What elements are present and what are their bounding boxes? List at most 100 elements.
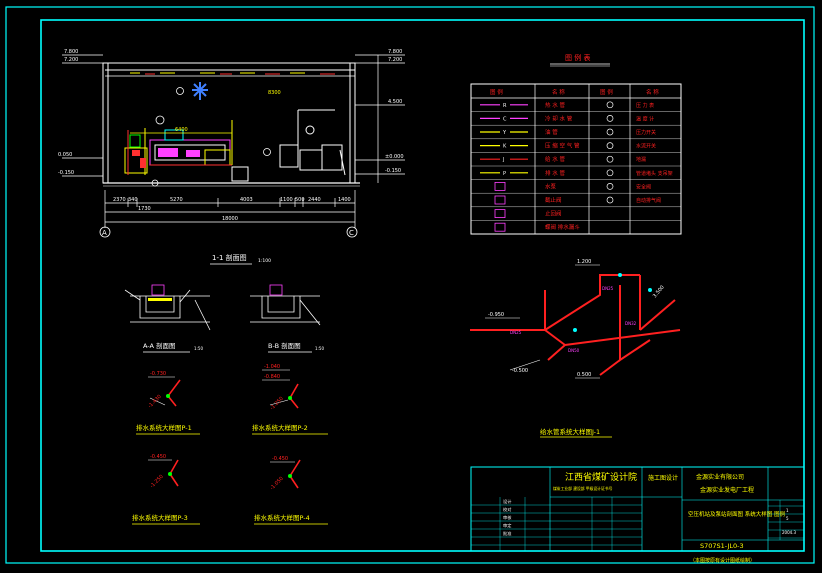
legend-name-left-3: 压 缩 空 气 管	[545, 142, 580, 150]
legend-name-left-9: 蝶阀 排水漏斗	[545, 223, 580, 231]
left-level-1: 7.800	[64, 49, 78, 55]
tb-drawing-title: 空压机站及泵站剖面图 系统大样图 图例	[688, 510, 785, 518]
tb-sheet-2: 5	[786, 516, 789, 521]
detail-p1: -0.730 -1.430 排水系统大样图P-1	[136, 371, 200, 435]
axis-right: C	[349, 229, 354, 237]
tb-company: 江西省煤矿设计院	[565, 471, 637, 483]
legend-header-4: 名 称	[646, 88, 659, 96]
aa-title: A-A 剖面图	[143, 341, 176, 350]
tb-role-left-3: 审定	[503, 522, 511, 529]
legend-header-1: 图 例	[490, 88, 503, 96]
bb-scale: 1:50	[315, 346, 324, 351]
legend-symbol-right-0	[606, 101, 614, 109]
section-scale: 1:100	[258, 258, 271, 264]
inner-dim: 6400	[175, 127, 188, 133]
legend-name-right-4: 地漏	[636, 156, 646, 163]
legend-symbol-right-5	[606, 169, 614, 177]
p1-level-1: -0.730	[150, 371, 166, 377]
legend-name-left-0: 热 水 管	[545, 101, 565, 109]
p3-title: 排水系统大样图P-3	[132, 513, 188, 522]
dim-5: 1100	[280, 197, 293, 203]
section-1-1: 6400 8300 7.800 7.200 0.050 -0.150 7.800…	[58, 49, 405, 265]
legend-name-right-7: 自动排气阀	[636, 197, 661, 204]
section-title: 1-1 剖面图	[212, 253, 247, 262]
right-level-3: 4.500	[388, 99, 402, 105]
dim-6: 500	[295, 197, 305, 203]
tb-phase: 施工图设计	[648, 474, 678, 482]
p4-level-1: -0.450	[272, 456, 288, 462]
dim-2: 340	[128, 197, 138, 203]
p2-level-2: -0.840	[264, 374, 280, 380]
legend-name-left-4: 给 水 管	[545, 155, 565, 163]
j1-level-4: 0.500	[577, 372, 591, 378]
legend-name-right-5: 管道堵头 支吊架	[636, 170, 673, 177]
p4-level-2: -1.050	[269, 476, 285, 492]
tb-project: 金源实业发电厂工程	[700, 486, 754, 494]
right-level-2: 7.200	[388, 57, 402, 63]
detail-p3: -0.450 -1.250 排水系统大样图P-3	[132, 454, 200, 525]
legend-symbol-right-7	[606, 196, 614, 204]
p1-level-2: -1.430	[147, 394, 163, 410]
legend-name-left-7: 截止阀	[545, 196, 562, 204]
p3-level-1: -0.450	[150, 454, 166, 460]
detail-bb	[250, 284, 321, 326]
legend-name-right-1: 温 度 计	[636, 115, 654, 122]
p4-title: 排水系统大样图P-4	[254, 513, 310, 522]
legend-code-0: R	[503, 103, 507, 109]
left-level-3: 0.050	[58, 152, 72, 158]
axis-left: A	[102, 229, 107, 237]
inner-border	[40, 19, 805, 552]
legend-symbol-right-6	[606, 183, 614, 190]
legend-symbol-left-6	[494, 181, 506, 191]
p3-level-2: -1.250	[149, 474, 165, 490]
p2-level-1: -1.040	[264, 364, 280, 370]
legend-name-right-0: 压 力 表	[636, 102, 654, 109]
j1-note-3: DN32	[625, 321, 637, 326]
legend-name-left-2: 油 管	[545, 128, 558, 136]
right-level-1: 7.800	[388, 49, 402, 55]
p2-title: 排水系统大样图P-2	[252, 423, 308, 432]
legend-name-left-5: 排 水 管	[545, 169, 565, 177]
tb-client: 金源实业有限公司	[696, 473, 744, 481]
legend-name-left-6: 水泵	[545, 182, 557, 190]
detail-p2: -1.040 -0.840 -1.250 排水系统大样图P-2	[252, 364, 328, 435]
left-level-4: -0.150	[58, 170, 74, 176]
legend-code-4: J	[502, 157, 504, 163]
legend-name-left-1: 冷 却 水 管	[545, 114, 573, 122]
tb-role-left-4: 批准	[503, 530, 511, 537]
j1-note-1: DN25	[510, 330, 522, 335]
outer-border	[5, 6, 815, 564]
legend-symbol-left-8	[494, 209, 506, 219]
legend-symbol-left-7	[494, 195, 506, 205]
j1-level-2: -0.950	[488, 312, 504, 318]
legend-name-right-2: 压力开关	[636, 129, 656, 136]
p1-title: 排水系统大样图P-1	[136, 423, 192, 432]
right-level-4: ±0.000	[385, 154, 404, 160]
p2-level-3: -1.250	[269, 396, 285, 412]
detail-aa	[124, 284, 211, 331]
title-block: 江西省煤矿设计院 煤炭工业部 建设部 甲级设计证书号 施工图设计 金源实业有限公…	[470, 466, 805, 564]
tb-sheet-1: 1	[786, 508, 789, 513]
dim-8: 1400	[338, 197, 351, 203]
legend-code-2: Y	[502, 130, 507, 136]
detail-j1: 1.200 -0.950 -0.500 0.500 3.500 DN25 DN5…	[470, 259, 681, 438]
tb-sheet-3: 2004.3	[782, 530, 796, 535]
legend-symbol-right-3	[606, 142, 614, 149]
legend-symbol-left-9	[494, 222, 506, 232]
left-level-2: 7.200	[64, 57, 78, 63]
tb-role-left-1: 校对	[503, 506, 511, 513]
tb-role-left-0: 设计	[503, 498, 511, 505]
tb-role-left-2: 审核	[503, 514, 512, 521]
top-dim: 8300	[268, 90, 281, 96]
total-dim: 18000	[222, 216, 238, 222]
aa-scale: 1:50	[194, 346, 203, 351]
legend-symbol-right-2	[606, 128, 614, 136]
legend-code-1: C	[503, 116, 507, 122]
tb-footer-note: （本图按原有设计图纸绘制）	[690, 557, 755, 564]
legend-name-right-6: 安全阀	[636, 183, 651, 190]
dim-7: 2440	[308, 197, 321, 203]
j1-level-3: -0.500	[512, 368, 528, 374]
tb-company-sub: 煤炭工业部 建设部 甲级设计证书号	[553, 486, 613, 491]
